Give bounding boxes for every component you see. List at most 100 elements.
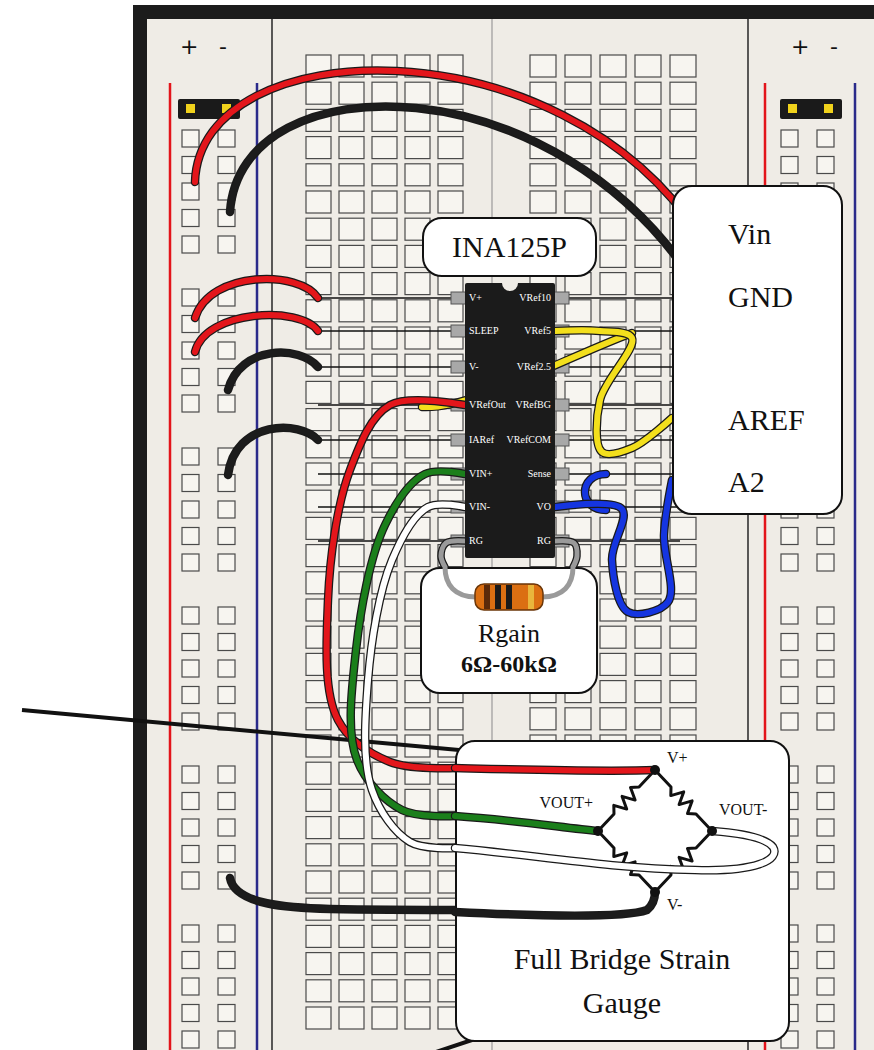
breadboard-hole — [438, 137, 463, 159]
wire-core — [455, 892, 655, 916]
bridge-wire — [455, 768, 655, 771]
breadboard-hole — [817, 713, 834, 730]
row-trace — [318, 330, 455, 331]
breadboard-hole — [182, 607, 199, 624]
breadboard-hole — [530, 55, 556, 77]
strain-gauge-box: Full Bridge Strain Gauge — [455, 740, 790, 1042]
breadboard-hole — [635, 109, 661, 131]
breadboard-hole — [405, 953, 430, 975]
chip-pin — [451, 434, 466, 446]
strain-gauge-title: Full Bridge Strain Gauge — [507, 937, 737, 1025]
breadboard-hole — [817, 872, 834, 889]
power-header — [780, 99, 842, 119]
wire-core — [195, 71, 700, 236]
wire-outline — [195, 71, 700, 236]
breadboard-hole — [339, 545, 364, 567]
wire-outline — [230, 878, 470, 910]
breadboard-hole — [438, 164, 463, 186]
breadboard-hole — [600, 626, 626, 648]
pin-name: VIN- — [469, 500, 490, 514]
header-pin — [186, 104, 195, 113]
pin-name: V+ — [469, 291, 482, 305]
row-trace — [318, 366, 455, 367]
breadboard-hole — [372, 109, 397, 131]
breadboard-hole — [218, 130, 235, 147]
ground-wire — [228, 428, 318, 475]
breadboard-hole — [635, 490, 661, 512]
breadboard-hole — [182, 793, 199, 810]
breadboard-hole — [218, 1005, 235, 1022]
breadboard-hole — [218, 607, 235, 624]
chip-pin — [451, 325, 466, 337]
breadboard-hole — [817, 978, 834, 995]
pin-name: VIN+ — [469, 467, 492, 481]
breadboard-hole — [635, 55, 661, 77]
breadboard-hole — [405, 980, 430, 1002]
breadboard-hole — [635, 708, 661, 730]
breadboard-hole — [306, 164, 331, 186]
breadboard-hole — [670, 708, 696, 730]
wire-core — [555, 330, 672, 454]
breadboard-hole — [565, 409, 591, 431]
chip-pin — [451, 292, 466, 304]
resistor-label: 6Ω-60kΩ — [461, 649, 557, 679]
breadboard-hole — [600, 218, 626, 240]
breadboard-hole — [405, 789, 430, 811]
gauge-resistor — [598, 770, 655, 831]
breadboard-hole — [218, 952, 235, 969]
breadboard-hole — [565, 191, 591, 213]
breadboard-hole — [182, 210, 199, 227]
breadboard-hole — [600, 409, 626, 431]
pin-name: VO — [537, 500, 551, 514]
pin-name: A2 — [728, 464, 765, 500]
breadboard-hole — [372, 300, 397, 322]
breadboard-hole — [372, 245, 397, 267]
rail-polarity: - — [219, 34, 227, 59]
breadboard-hole — [781, 528, 798, 545]
rail-polarity: + — [180, 34, 198, 59]
gain-resistor-box: Rgain6Ω-60kΩ — [420, 567, 598, 694]
breadboard-hole — [600, 55, 626, 77]
chip-pin — [451, 361, 466, 373]
row-trace — [318, 439, 455, 440]
bridge-wire — [455, 892, 655, 916]
row-trace — [318, 297, 455, 298]
breadboard-hole — [182, 236, 199, 253]
breadboard-hole — [635, 681, 661, 703]
breadboard-hole — [817, 157, 834, 174]
breadboard-hole — [405, 871, 430, 893]
breadboard-hole — [372, 273, 397, 295]
wire-core — [228, 428, 318, 475]
breadboard-hole — [306, 300, 331, 322]
breadboard-hole — [182, 660, 199, 677]
row-trace — [565, 439, 680, 440]
ground-wire — [230, 878, 470, 910]
breadboard-hole — [372, 218, 397, 240]
breadboard-frame — [140, 12, 874, 1050]
breadboard-hole — [306, 925, 331, 947]
breadboard-hole — [306, 708, 331, 730]
breadboard-hole — [405, 925, 430, 947]
breadboard-hole — [817, 925, 834, 942]
breadboard-hole — [781, 634, 798, 651]
breadboard-hole — [372, 980, 397, 1002]
breadboard-hole — [781, 713, 798, 730]
breadboard-hole — [635, 300, 661, 322]
breadboard-hole — [306, 517, 331, 539]
wire-core — [455, 816, 598, 831]
breadboard-hole — [339, 191, 364, 213]
wire-core — [230, 878, 470, 910]
bridge-node — [593, 826, 603, 836]
breadboard-hole — [182, 687, 199, 704]
breadboard-hole — [218, 766, 235, 783]
wire-core — [195, 315, 318, 352]
breadboard-hole — [600, 653, 626, 675]
breadboard-hole — [339, 980, 364, 1002]
breadboard-hole — [339, 354, 364, 376]
wire-core — [230, 106, 700, 292]
breadboard-hole — [339, 789, 364, 811]
breadboard-hole — [182, 846, 199, 863]
row-trace — [565, 404, 680, 405]
pin-name: Vin — [728, 216, 771, 252]
breadboard-hole — [635, 354, 661, 376]
